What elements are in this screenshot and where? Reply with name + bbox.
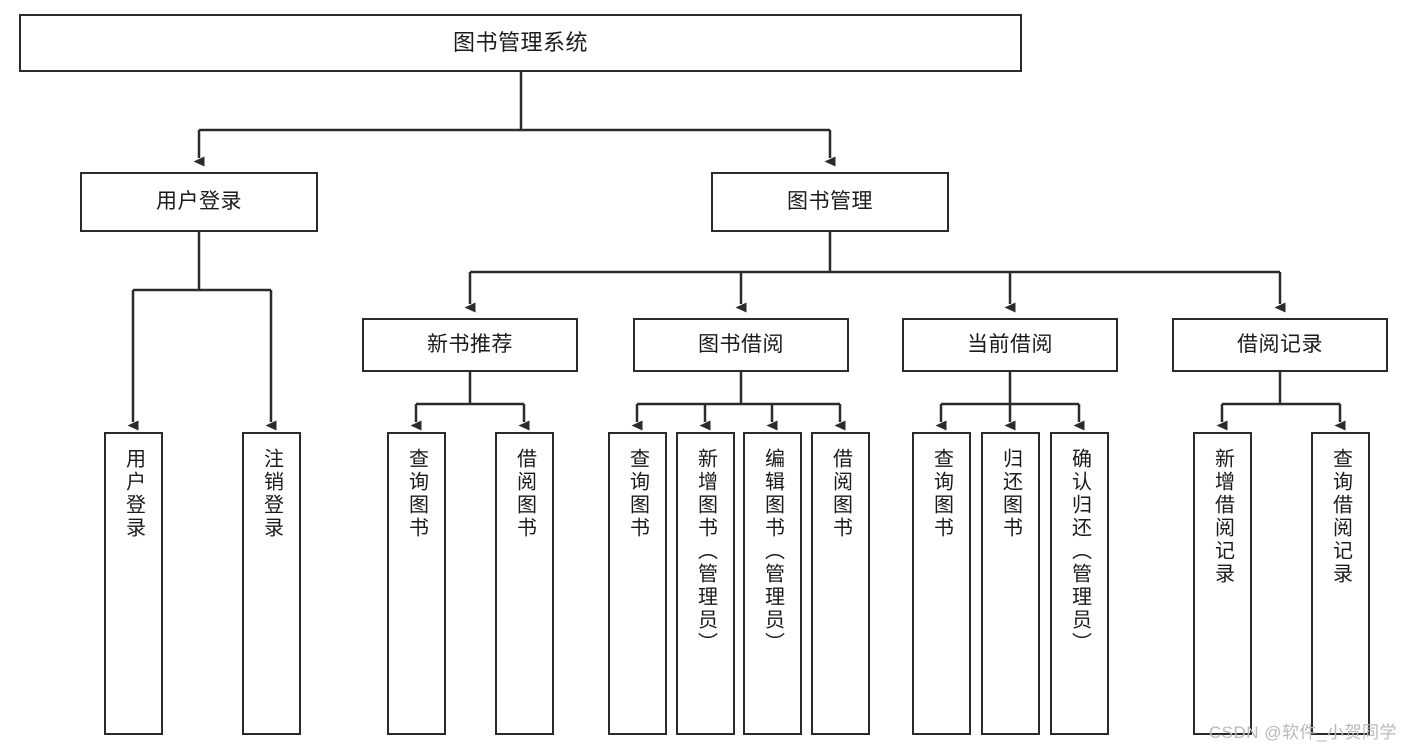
leaf-borrow-book-2-label: 借阅图书	[829, 448, 852, 540]
node-book-borrow-label: 图书借阅	[698, 332, 784, 356]
node-root[interactable]: 图书管理系统	[19, 14, 1022, 72]
leaf-query-book-3-label: 查询图书	[930, 448, 953, 540]
leaf-confirm-return[interactable]: 确认归还（管理员）	[1050, 432, 1109, 735]
leaf-query-record-label: 查询借阅记录	[1329, 448, 1352, 586]
leaf-add-record-label: 新增借阅记录	[1211, 448, 1234, 586]
node-borrow-record[interactable]: 借阅记录	[1172, 318, 1388, 372]
leaf-borrow-book-2[interactable]: 借阅图书	[811, 432, 870, 735]
node-user-login-label: 用户登录	[156, 189, 242, 213]
leaf-borrow-book-1-label: 借阅图书	[513, 448, 536, 540]
node-root-label: 图书管理系统	[452, 30, 588, 56]
leaf-query-book-1[interactable]: 查询图书	[387, 432, 446, 735]
leaf-user-login-label: 用户登录	[122, 448, 145, 540]
node-user-login[interactable]: 用户登录	[80, 172, 318, 232]
node-book-manage[interactable]: 图书管理	[711, 172, 949, 232]
leaf-logout-login-label: 注销登录	[260, 448, 283, 540]
node-new-book-recommend-label: 新书推荐	[427, 332, 513, 356]
leaf-return-book[interactable]: 归还图书	[981, 432, 1040, 735]
leaf-confirm-return-label: 确认归还（管理员）	[1068, 448, 1091, 655]
leaf-query-book-1-label: 查询图书	[405, 448, 428, 540]
leaf-add-record[interactable]: 新增借阅记录	[1193, 432, 1252, 735]
leaf-add-book-label: 新增图书（管理员）	[694, 448, 717, 655]
leaf-query-record[interactable]: 查询借阅记录	[1311, 432, 1370, 735]
leaf-query-book-2-label: 查询图书	[626, 448, 649, 540]
node-current-borrow[interactable]: 当前借阅	[902, 318, 1118, 372]
node-new-book-recommend[interactable]: 新书推荐	[362, 318, 578, 372]
watermark: CSDN @软件_小贺同学	[1208, 723, 1397, 742]
leaf-add-book[interactable]: 新增图书（管理员）	[676, 432, 735, 735]
node-book-manage-label: 图书管理	[787, 189, 873, 213]
leaf-edit-book[interactable]: 编辑图书（管理员）	[743, 432, 802, 735]
leaf-borrow-book-1[interactable]: 借阅图书	[495, 432, 554, 735]
node-current-borrow-label: 当前借阅	[967, 332, 1053, 356]
leaf-return-book-label: 归还图书	[999, 448, 1022, 540]
leaf-user-login[interactable]: 用户登录	[104, 432, 163, 735]
leaf-logout-login[interactable]: 注销登录	[242, 432, 301, 735]
leaf-query-book-2[interactable]: 查询图书	[608, 432, 667, 735]
node-borrow-record-label: 借阅记录	[1237, 332, 1323, 356]
leaf-edit-book-label: 编辑图书（管理员）	[761, 448, 784, 655]
leaf-query-book-3[interactable]: 查询图书	[912, 432, 971, 735]
node-book-borrow[interactable]: 图书借阅	[633, 318, 849, 372]
